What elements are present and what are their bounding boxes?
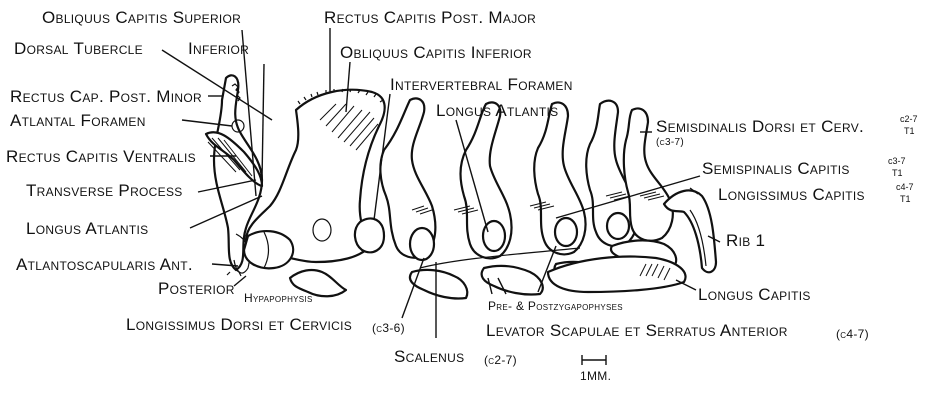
label-longus-atlantis-left: Longus Atlantis	[26, 220, 148, 237]
label-longus-capitis: Longus Capitis	[698, 286, 811, 303]
label-dorsal-tubercle: Dorsal Tubercle	[14, 40, 143, 57]
label-transverse-process: Transverse Process	[26, 182, 183, 199]
label-pre-postzygapophyses: Pre- & Postzygapophyses	[488, 300, 623, 312]
label-longissimus-capitis-range-top: c4-7	[896, 182, 914, 192]
label-semispinalis-dorsi-range-top: c2-7	[900, 114, 918, 124]
label-longissimus-capitis-range-bottom: T1	[900, 194, 911, 204]
label-posterior: Posterior	[158, 280, 235, 297]
label-rib-1: Rib 1	[726, 232, 765, 249]
label-rectus-capitis-ventralis: Rectus Capitis Ventralis	[6, 148, 196, 165]
label-atlantoscapularis-ant: Atlantoscapularis Ant.	[16, 256, 193, 273]
label-hypapophysis: Hypapophysis	[244, 292, 313, 304]
label-scalenus: Scalenus	[394, 348, 464, 365]
label-intervertebral-foramen: Intervertebral Foramen	[390, 76, 573, 93]
label-semispinalis-capitis: Semispinalis Capitis	[702, 160, 850, 177]
label-semispinalis-capitis-range-bottom: T1	[892, 168, 903, 178]
label-levator-scapulae: Levator Scapulae et Serratus Anterior	[486, 322, 788, 339]
label-atlantal-foramen: Atlantal Foramen	[10, 112, 146, 129]
label-longissimus-dorsi: Longissimus Dorsi et Cervicis	[126, 316, 352, 333]
label-semispinalis-dorsi-range-bottom: T1	[904, 126, 915, 136]
label-longissimus-capitis: Longissimus Capitis	[718, 186, 865, 203]
label-rectus-capitis-post-major: Rectus Capitis Post. Major	[324, 9, 536, 26]
label-longissimus-range: (c3-6)	[372, 322, 405, 334]
scale-bar	[582, 355, 606, 365]
label-longus-atlantis-top: Longus Atlantis	[436, 102, 558, 119]
label-inferior: Inferior	[188, 40, 249, 57]
label-rectus-cap-post-minor: Rectus Cap. Post. Minor	[10, 88, 202, 105]
label-semispinalis-dorsi: Semisdinalis Dorsi et Cerv.	[656, 118, 864, 135]
label-scale-bar: 1MM.	[580, 370, 611, 382]
label-obliquus-capitis-superior: Obliquus Capitis Superior	[42, 9, 241, 26]
label-semispinalis-capitis-range-top: c3-7	[888, 156, 906, 166]
label-levator-scapulae-range: (c4-7)	[836, 328, 869, 340]
label-obliquus-capitis-inferior: Obliquus Capitis Inferior	[340, 44, 532, 61]
label-scalenus-range: (c2-7)	[484, 354, 517, 366]
axis-vertebra	[244, 89, 385, 296]
label-c3-7-note: (c3-7)	[656, 138, 684, 148]
